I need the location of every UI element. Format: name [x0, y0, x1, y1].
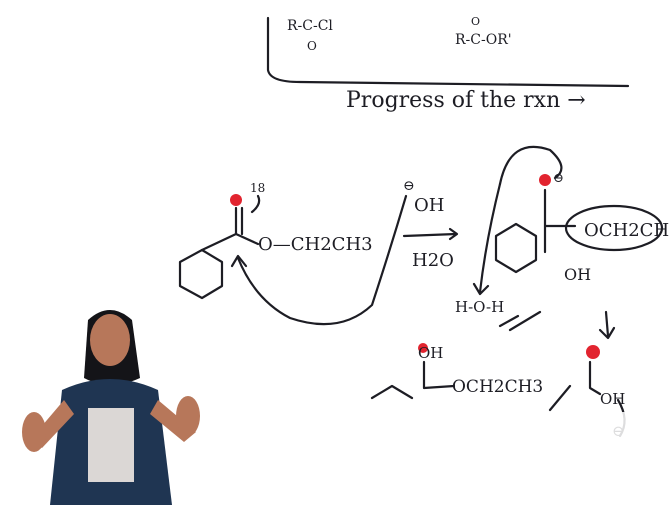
- hydroxide-label: OH: [414, 195, 444, 216]
- bottom-left-bonds: [370, 360, 456, 400]
- hydroxide-charge: ⊖: [403, 178, 415, 194]
- water-label: H-O-H: [455, 298, 504, 316]
- ester-alkoxy-group: O—CH2CH3: [258, 234, 373, 255]
- bottom-right-dot: [586, 345, 600, 359]
- graph-label-ester: R-C-OR': [455, 32, 512, 48]
- intermediate-bonds: [543, 188, 577, 254]
- hydroxide-attack: ⊖ OH: [230, 178, 444, 326]
- tetrahedral-intermediate: ⊖ OCH2CH3 OH H-O-H: [455, 145, 669, 340]
- intermediate-alkoxy: OCH2CH3: [584, 220, 669, 241]
- intermediate-hydroxyl: OH: [564, 265, 591, 284]
- bottom-right-bonds: [548, 360, 602, 412]
- graph-label-acid-chloride: R-C-Cl: [287, 18, 333, 34]
- bottom-left-hydroxyl: OH: [418, 344, 443, 362]
- isotope-label: 18: [250, 181, 265, 195]
- oxygen-marker-dot: [230, 194, 242, 206]
- down-arrow: [598, 310, 616, 340]
- return-arrow-top: [498, 145, 563, 186]
- reaction-arrow: H2O: [402, 227, 459, 271]
- carbonyl-bonds: [200, 206, 260, 252]
- bottom-left-dot: [418, 343, 428, 353]
- equilibrium-slashes: [498, 310, 542, 332]
- intermediate-charge: ⊖: [553, 171, 564, 186]
- graph-axes: [266, 16, 630, 88]
- ester-reactant: 18 O—CH2CH3: [178, 181, 373, 300]
- bottom-left-alkoxy: OCH2CH3: [452, 377, 543, 397]
- intermediate-oxygen-dot: [539, 174, 551, 186]
- graph-label-ester-oxygen: O: [471, 15, 480, 28]
- electron-arrow-small: [250, 194, 261, 214]
- curved-attack-arrow: [236, 194, 408, 326]
- proton-transfer-arrow: [472, 182, 502, 296]
- intermediate-benzene: [494, 222, 538, 274]
- attack-arrowhead: [230, 254, 248, 268]
- benzene-ring: [178, 248, 224, 300]
- circled-leaving-group: [564, 204, 664, 252]
- reagent-label: H2O: [412, 250, 454, 271]
- energy-graph: R-C-Cl O R-C-OR' O Progress of the rxn →: [266, 15, 630, 113]
- graph-axis-label: Progress of the rxn →: [346, 88, 586, 113]
- bottom-products: OH OCH2CH3 OH ⊖: [370, 343, 626, 440]
- forward-arrow: [402, 227, 459, 241]
- graph-label-acid-chloride-oxygen: O: [307, 39, 317, 53]
